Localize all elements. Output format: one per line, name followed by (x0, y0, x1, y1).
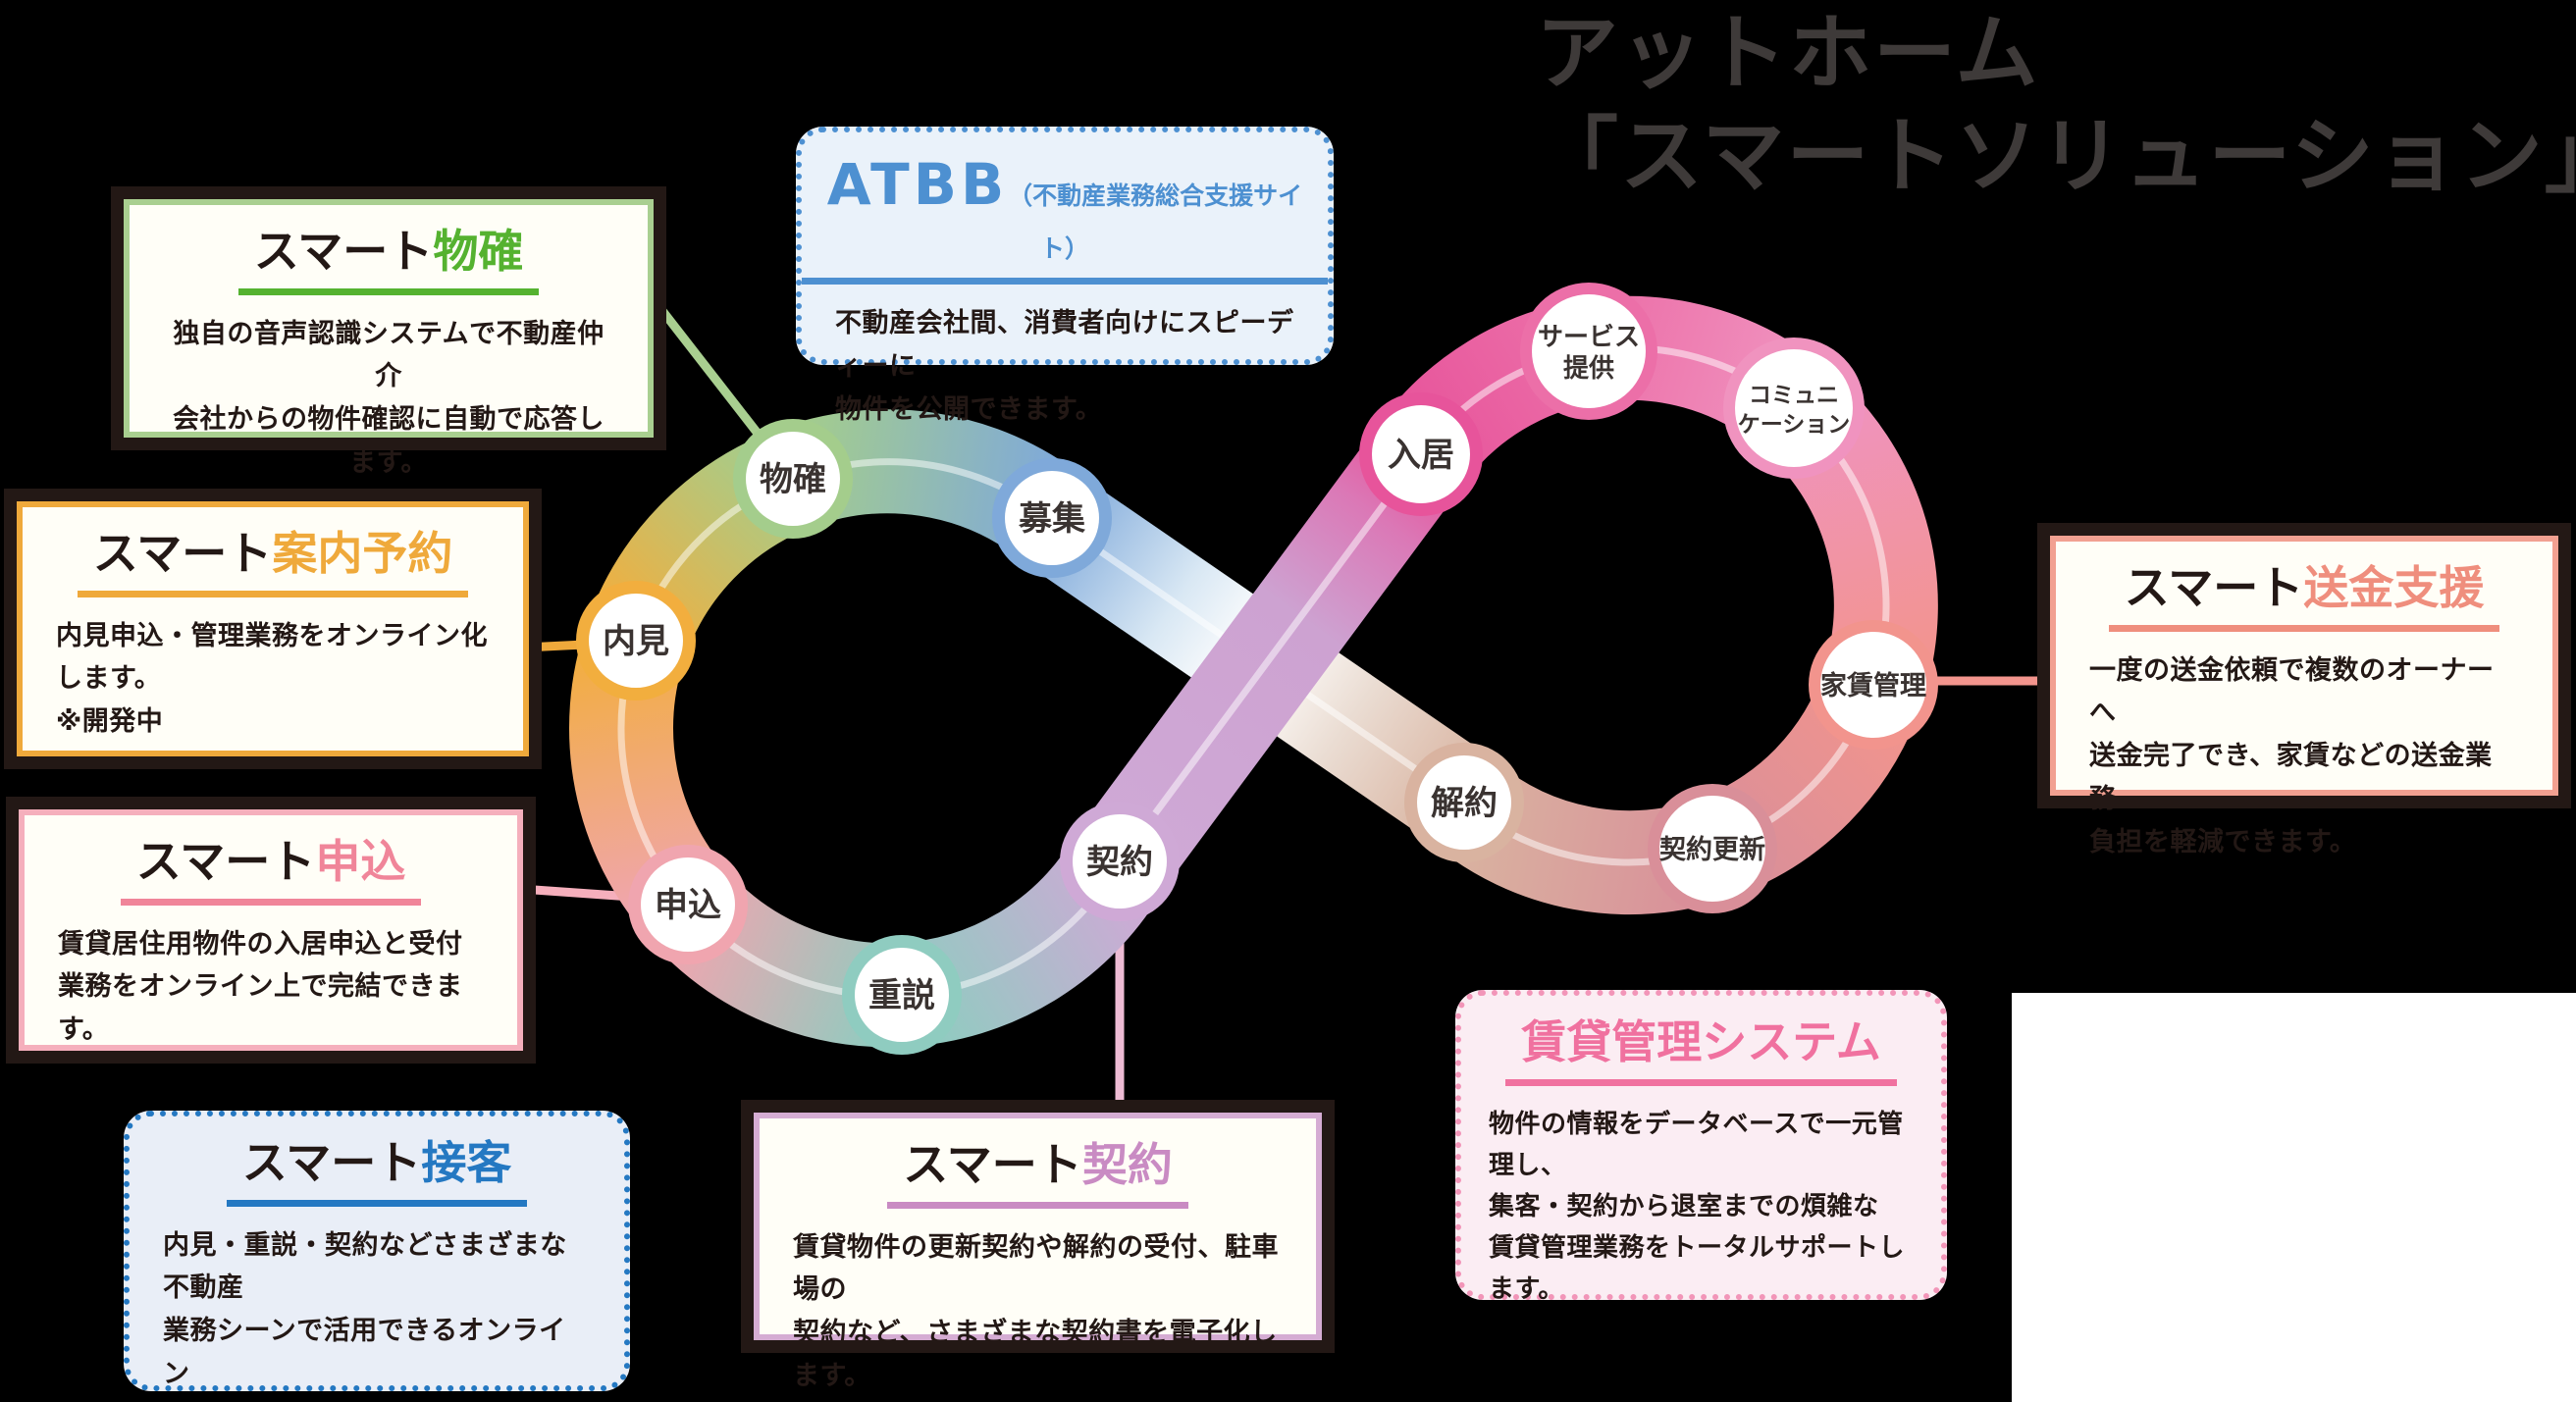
node-label-jusetsu: 重説 (868, 976, 935, 1015)
card-title-accent: 契約 (1081, 1138, 1173, 1191)
card-body: 賃貸居住用物件の入居申込と受付 業務をオンライン上で完結できます。 (58, 923, 484, 1052)
card-smart-annai-yoyaku: スマート案内予約 内見申込・管理業務をオンライン化します。 ※開発中 (4, 489, 542, 769)
card-body-line: 独自の音声認識システムで不動産仲介 (173, 318, 605, 392)
white-background-corner (2012, 993, 2576, 1402)
card-body: 物件の情報をデータベースで一元管理し、 集客・契約から退室までの煩雑な 賃貸管理… (1489, 1104, 1914, 1311)
card-body-line: 物件の情報をデータベースで一元管理し、 (1489, 1109, 1904, 1180)
node-label-keiyaku: 契約 (1086, 843, 1153, 882)
node-kaiyaku (1417, 755, 1511, 850)
page-title-line1: アットホーム (1536, 5, 2040, 101)
page-title: アットホーム 「スマートソリューション」 (1536, 2, 2576, 208)
node-yachin (1820, 632, 1926, 738)
node-service (1532, 294, 1646, 408)
card-body: 内見・重説・契約などさまざまな不動産 業務シーンで活用できるオンライン コミュニ… (163, 1224, 591, 1402)
card-title-accent: 接客 (421, 1136, 512, 1189)
card-title-main: ATBB (826, 151, 1009, 218)
card-body-line: 賃貸居住用物件の入居申込と受付 (58, 928, 463, 960)
card-title: ATBB（不動産業務総合支援サイト） (802, 151, 1328, 286)
card-body-line: 負担を軽減できます。 (2089, 826, 2357, 857)
node-label-bukkaku: 物確 (760, 460, 826, 499)
card-smart-sekkyaku: スマート接客 内見・重説・契約などさまざまな不動産 業務シーンで活用できるオンラ… (124, 1111, 630, 1402)
card-body-line: 契約など、さまざまな契約書を電子化します。 (793, 1318, 1278, 1391)
node-label-yachin: 家賃管理 (1820, 670, 1926, 701)
card-body-line: 賃貸管理業務をトータルサポートします。 (1489, 1232, 1906, 1305)
card-body-line: 業務シーンで活用できるオンライン (163, 1316, 566, 1389)
node-nyukyo (1372, 405, 1470, 503)
card-body-line: 内見申込・管理業務をオンライン化します。 (56, 620, 488, 695)
card-body: 独自の音声認識システムで不動産仲介 会社からの物件確認に自動で応答します。 (163, 313, 614, 485)
card-body-line: コミュニケーションツールです。 (163, 1396, 591, 1402)
node-boshu (1005, 471, 1099, 565)
card-title: スマート物確 (130, 227, 648, 295)
card-title: スマート契約 (760, 1140, 1316, 1209)
loop-nodes: 募集 物確 内見 申込 重説 契約 入居 (576, 283, 1938, 1055)
card-title: スマート接客 (130, 1138, 624, 1207)
node-jusetsu (855, 948, 949, 1042)
node-label-kaiyaku: 解約 (1431, 784, 1498, 823)
card-body-line: 送金完了でき、家賃などの送金業務 (2089, 741, 2493, 814)
card-title-prefix: スマート (92, 527, 273, 580)
node-bukkaku (746, 432, 840, 526)
card-body: 不動産会社間、消費者向けにスピーディーに 物件を公開できます。 (835, 302, 1294, 431)
card-atbb: ATBB（不動産業務総合支援サイト） 不動産会社間、消費者向けにスピーディーに … (796, 127, 1334, 425)
node-label-service-line1: サービス (1538, 323, 1640, 352)
node-label-koushin: 契約更新 (1659, 834, 1765, 865)
card-title-prefix: スマート (903, 1138, 1082, 1191)
node-label-nyukyo: 入居 (1388, 436, 1454, 475)
node-label-moushikomi: 申込 (655, 886, 721, 925)
node-label-communication-line2: ケーション (1738, 412, 1851, 438)
card-smart-soukin-shien: スマート送金支援 一度の送金依頼で複数のオーナーへ 送金完了でき、家賃などの送金… (2037, 523, 2571, 857)
card-title-prefix: スマート (2124, 561, 2304, 614)
node-koushin (1659, 796, 1765, 902)
card-title-accent: 送金支援 (2303, 561, 2485, 614)
node-label-communication-line1: コミュニ (1749, 383, 1839, 408)
card-title-prefix: スマート (135, 835, 316, 888)
centerline-over-diagonal (1117, 451, 1424, 864)
card-chintai-kanri-system: 賃貸管理システム 物件の情報をデータベースで一元管理し、 集客・契約から退室まで… (1455, 990, 1947, 1304)
card-body-line: 不動産会社間、消費者向けにスピーディーに (835, 308, 1294, 383)
card-title: スマート案内予約 (23, 529, 523, 597)
card-title-accent: 物確 (433, 225, 524, 278)
card-body-line: 集客・契約から退室までの煩雑な (1489, 1191, 1879, 1221)
node-label-service-line2: 提供 (1563, 354, 1614, 384)
page-title-line2: 「スマートソリューション」 (1536, 108, 2576, 204)
node-keiyaku (1073, 814, 1167, 909)
card-smart-keiyaku: スマート契約 賃貸物件の更新契約や解約の受付、駐車場の 契約など、さまざまな契約… (741, 1100, 1335, 1391)
card-title-prefix: スマート (241, 1136, 422, 1189)
card-body: 賃貸物件の更新契約や解約の受付、駐車場の 契約など、さまざまな契約書を電子化しま… (793, 1226, 1283, 1398)
card-title: 賃貸管理システム (1461, 1017, 1941, 1086)
card-title-prefix: スマート (253, 225, 434, 278)
card-body-line: 会社からの物件確認に自動で応答します。 (173, 404, 605, 478)
node-label-boshu: 募集 (1018, 499, 1085, 539)
card-title-sub: （不動産業務総合支援サイト） (1008, 182, 1303, 263)
card-body-line: 賃貸物件の更新契約や解約の受付、駐車場の (793, 1231, 1279, 1306)
card-smart-bukkaku: スマート物確 独自の音声認識システムで不動産仲介 会社からの物件確認に自動で応答… (111, 186, 666, 478)
node-moushikomi (641, 857, 735, 952)
card-body-line: 業務をオンライン上で完結できます。 (58, 971, 463, 1046)
node-naiken (589, 594, 683, 688)
card-body-line: 一度の送金依頼で複数のオーナーへ (2089, 654, 2495, 729)
card-title-accent: 案内予約 (272, 527, 453, 580)
card-title-accent: 賃貸管理システム (1521, 1015, 1881, 1068)
node-label-naiken: 内見 (603, 622, 669, 661)
card-body-line: 物件を公開できます。 (835, 393, 1103, 425)
card-body-line: ※開発中 (56, 706, 164, 738)
card-title: スマート申込 (25, 837, 517, 906)
card-body-line: 内見・重説・契約などさまざまな不動産 (163, 1229, 567, 1304)
card-title: スマート送金支援 (2056, 563, 2552, 632)
card-body: 一度の送金依頼で複数のオーナーへ 送金完了でき、家賃などの送金業務 負担を軽減で… (2089, 649, 2519, 864)
card-body: 内見申込・管理業務をオンライン化します。 ※開発中 (56, 615, 490, 744)
card-smart-moushikomi: スマート申込 賃貸居住用物件の入居申込と受付 業務をオンライン上で完結できます。 (6, 797, 536, 1064)
card-title-accent: 申込 (315, 835, 406, 888)
node-communication (1735, 349, 1853, 467)
